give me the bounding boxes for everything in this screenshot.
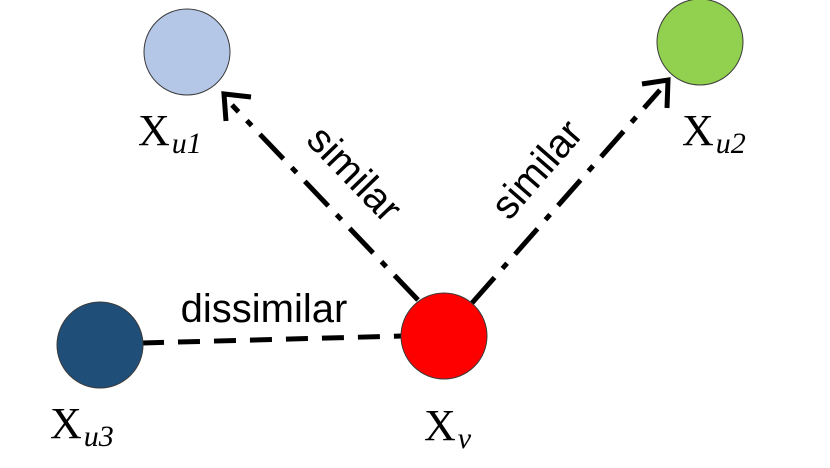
- label-u3-sub: u3: [84, 420, 114, 453]
- edge-v-u1: similar: [221, 91, 420, 302]
- label-u1: Xu1: [138, 106, 202, 160]
- arrowhead-u2: [641, 77, 671, 109]
- label-u2-sub: u2: [716, 127, 746, 160]
- edge-label-v-u3: dissimilar: [181, 287, 348, 331]
- label-u2-base: X: [682, 106, 714, 155]
- edge-label-v-u1: similar: [298, 117, 410, 231]
- label-u2: Xu2: [682, 106, 746, 160]
- edge-label-v-u2: similar: [483, 111, 592, 227]
- edge-line-v-u1: [230, 103, 420, 302]
- node-u3: [56, 301, 144, 389]
- node-v: [400, 292, 488, 380]
- arrowhead-u1: [221, 91, 252, 122]
- label-u3: Xu3: [50, 399, 114, 453]
- label-v-base: X: [424, 401, 456, 450]
- node-u1: [143, 8, 231, 96]
- edge-v-u2: similar: [470, 77, 671, 305]
- edge-line-v-u2: [470, 88, 662, 305]
- node-u2: [656, 0, 744, 86]
- label-u1-base: X: [138, 106, 170, 155]
- label-v: Xv: [424, 401, 472, 455]
- edge-line-v-u3: [141, 333, 403, 346]
- label-u3-base: X: [50, 399, 82, 448]
- edge-v-u3: dissimilar: [141, 287, 403, 346]
- label-u1-sub: u1: [172, 127, 202, 160]
- label-v-sub: v: [458, 422, 472, 455]
